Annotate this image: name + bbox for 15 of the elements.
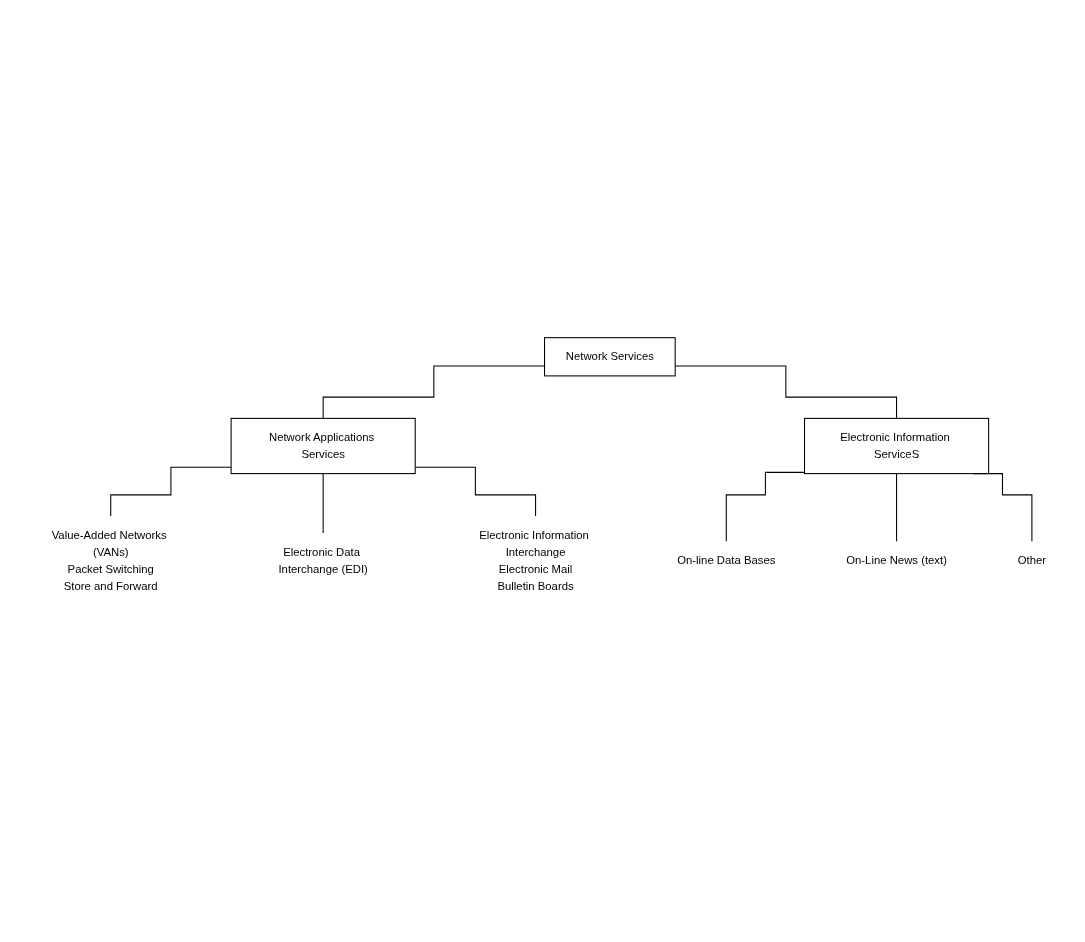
connector: [414, 466, 536, 517]
node-box: Network Applications Services: [230, 417, 416, 474]
node-text: Value-Added Networks (VANs) Packet Switching Store and Forward: [51, 528, 167, 592]
node-text: Electronic Information Interchange Electronic Mail Bulletin Boards: [478, 528, 589, 592]
node-text: On-line Data Bases: [676, 553, 775, 566]
connector: [725, 471, 805, 542]
connector: [895, 472, 897, 542]
node-text: Electronic Data Interchange (EDI): [277, 545, 368, 575]
connector: [322, 472, 324, 534]
node-box: Electronic Information ServiceS: [803, 417, 989, 474]
node-text: Other: [1017, 553, 1046, 566]
node-box: Network Services: [543, 336, 676, 376]
node-text: On-Line News (text): [845, 553, 947, 566]
connector: [674, 364, 897, 419]
connector: [322, 364, 545, 419]
